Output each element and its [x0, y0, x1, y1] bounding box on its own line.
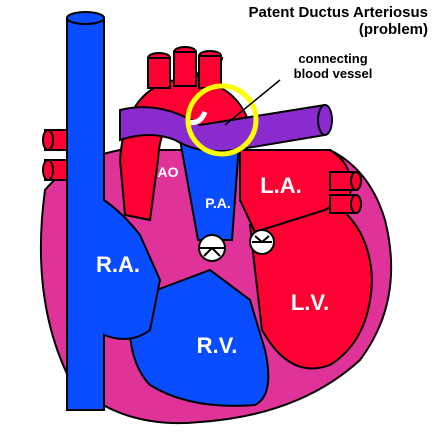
pulmonary-veins: [329, 171, 362, 214]
pulmonary-valve: [198, 234, 226, 262]
pa-branch-end: [317, 104, 333, 136]
highlight-ring: [185, 83, 259, 157]
label-pa: P.A.: [205, 195, 230, 211]
vena-cava: [66, 17, 162, 411]
callout-line2: blood vessel: [294, 66, 373, 81]
callout-pointer: [224, 79, 281, 126]
label-ao: AO: [158, 164, 179, 180]
label-lv: L.V.: [291, 290, 329, 315]
superior-vena-cava-opening: [66, 11, 105, 25]
label-la: L.A.: [260, 173, 302, 198]
diagram-title-line1: Patent Ductus Arteriosus: [249, 4, 428, 21]
aortic-branches: [147, 46, 222, 89]
label-ra: R.A.: [96, 252, 140, 277]
aortic-valve: [249, 229, 275, 255]
left-ventricle: [248, 193, 374, 370]
right-ventricle: [128, 268, 270, 407]
callout-line1: connecting: [298, 51, 367, 66]
diagram-title-line2: (problem): [359, 21, 428, 38]
label-rv: R.V.: [197, 333, 238, 358]
